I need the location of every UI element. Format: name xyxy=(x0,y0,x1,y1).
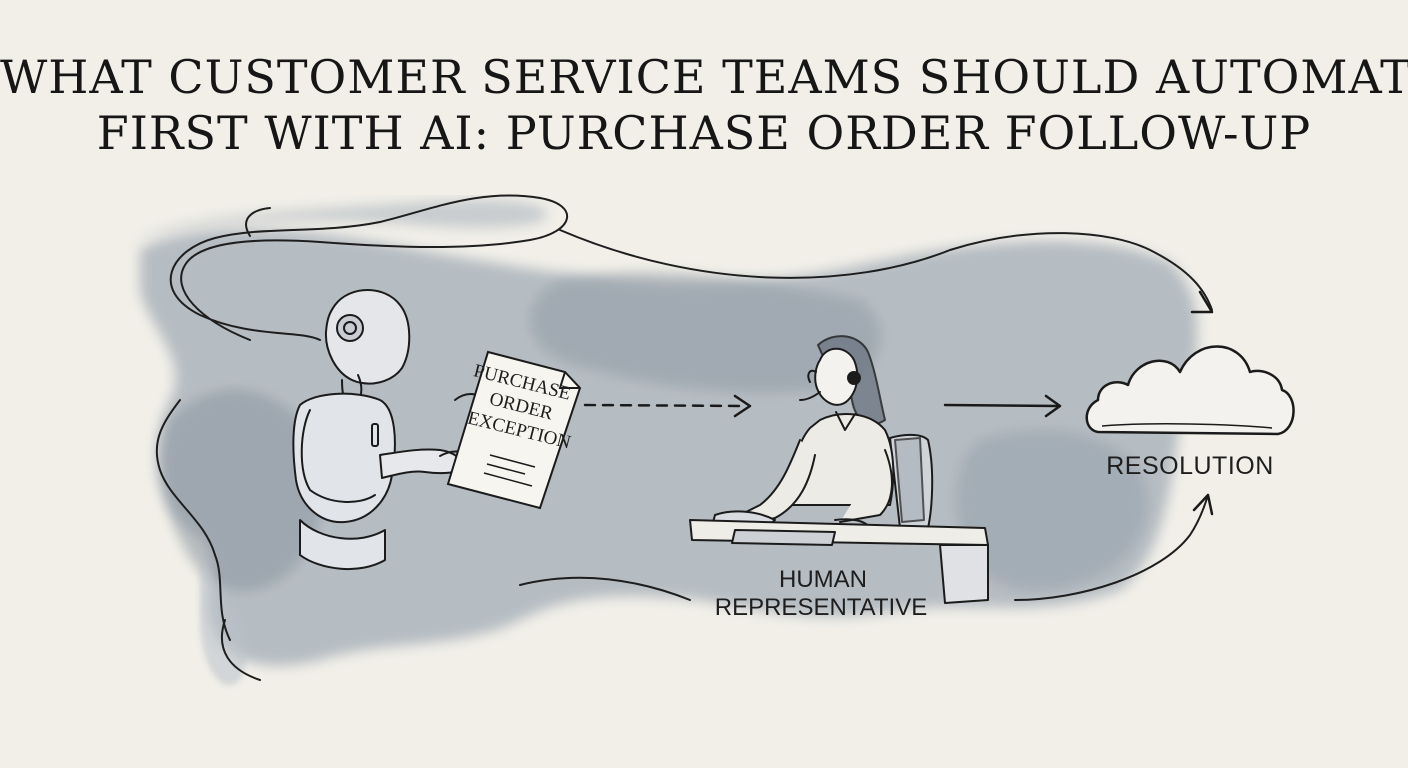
resolution-label: RESOLUTION xyxy=(1106,452,1274,480)
cloud-icon xyxy=(1085,345,1295,436)
arrow-icon xyxy=(583,290,1214,516)
human-representative-label-line-1: HUMAN xyxy=(779,566,867,593)
smoke-outline xyxy=(155,194,1213,681)
desk xyxy=(689,519,989,604)
dashed-arrow xyxy=(583,403,747,408)
solid-arrow xyxy=(943,403,1060,408)
page-title-line-2: FIRST WITH AI: PURCHASE ORDER FOLLOW-UP xyxy=(96,106,1312,160)
human-representative-label-line-2: REPRESENTATIVE xyxy=(714,594,928,621)
watercolor-wash xyxy=(120,200,1198,686)
document-icon xyxy=(446,350,582,510)
page-title-line-1: WHAT CUSTOMER SERVICE TEAMS SHOULD AUTOM… xyxy=(0,50,1408,104)
